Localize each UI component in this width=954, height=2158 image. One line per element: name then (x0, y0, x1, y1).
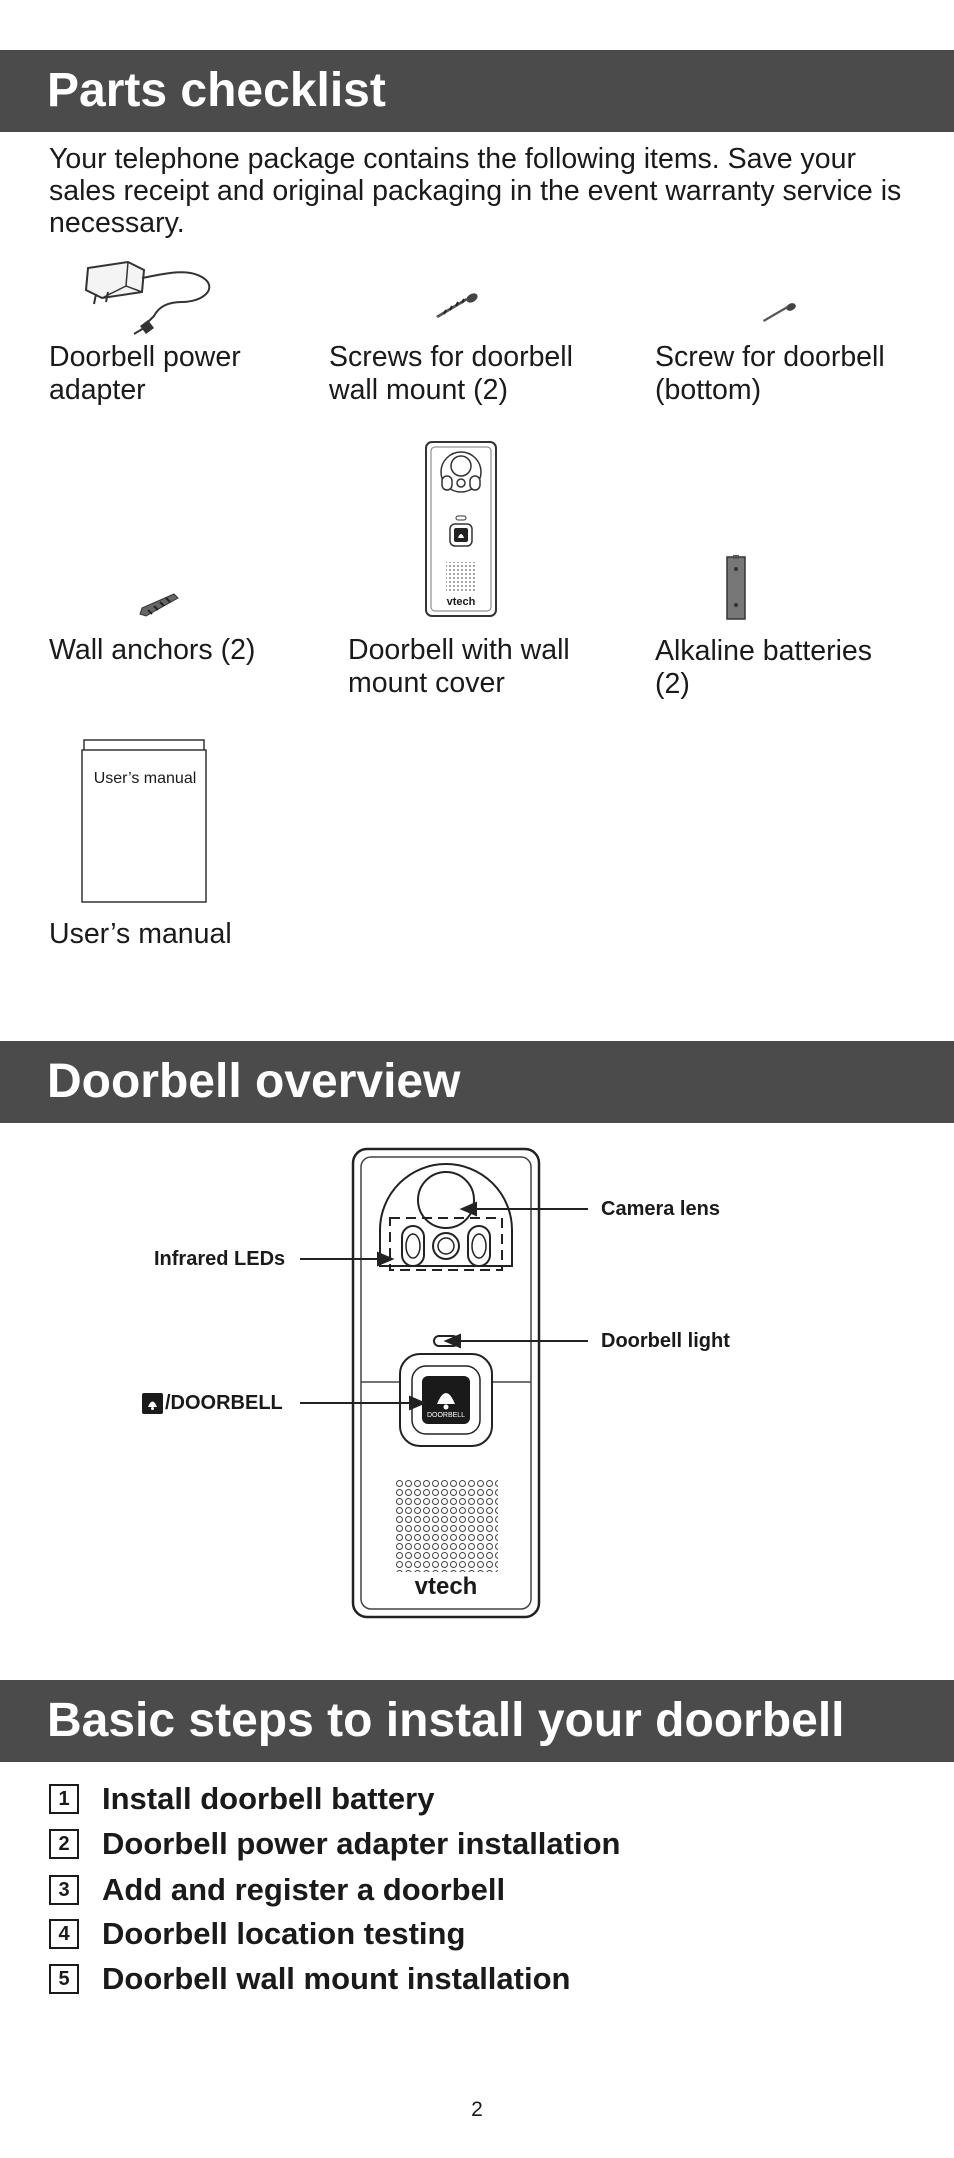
doorbell-brand-logo: vtech (414, 1573, 478, 1600)
part-label-batteries: Alkaline batteries (2) (655, 635, 873, 700)
step-text: Install doorbell battery (102, 1781, 435, 1816)
callout-infrared-leds: Infrared LEDs (154, 1248, 286, 1270)
step-number-badge: 4 (49, 1919, 79, 1949)
step-text: Add and register a doorbell (102, 1872, 506, 1907)
install-step: 2 Doorbell power adapter installation (49, 1826, 620, 1862)
power-adapter-icon (84, 260, 211, 335)
callout-lines (300, 1201, 588, 1411)
step-number-badge: 3 (49, 1875, 79, 1905)
install-step: 1 Install doorbell battery (49, 1781, 434, 1817)
part-label-power-adapter: Doorbell power adapter (49, 341, 241, 406)
step-text: Doorbell location testing (102, 1916, 466, 1951)
part-label-bottom-screw: Screw for doorbell (bottom) (655, 341, 885, 406)
callout-camera-lens: Camera lens (601, 1198, 720, 1220)
install-steps-heading: Basic steps to install your doorbell (0, 1680, 954, 1762)
step-text: Doorbell wall mount installation (102, 1961, 571, 1996)
part-label-doorbell-cover: Doorbell with wall mount cover (348, 634, 570, 699)
wall-mount-screw-icon (436, 293, 478, 318)
step-number-badge: 2 (49, 1829, 79, 1859)
manual-cover-text: User’s manual (93, 770, 197, 787)
part-label-wall-anchors: Wall anchors (2) (49, 634, 256, 666)
part-label-users-manual: User’s manual (49, 918, 232, 950)
callout-doorbell-button: /DOORBELL (165, 1392, 283, 1414)
battery-icon (726, 555, 746, 620)
part-label-wall-mount-screws: Screws for doorbell wall mount (2) (329, 341, 573, 406)
page-number: 2 (471, 2098, 483, 2121)
small-device-brand: vtech (446, 596, 476, 608)
doorbell-bell-icon (142, 1393, 163, 1414)
install-step: 4 Doorbell location testing (49, 1916, 465, 1952)
doorbell-button-text: DOORBELL (426, 1412, 466, 1419)
manual-booklet-icon (81, 739, 207, 903)
doorbell-overview-heading: Doorbell overview (0, 1041, 954, 1123)
install-step: 3 Add and register a doorbell (49, 1872, 505, 1908)
doorbell-device-icon (425, 441, 497, 617)
callout-doorbell-light: Doorbell light (601, 1330, 730, 1352)
step-number-badge: 5 (49, 1964, 79, 1994)
install-step: 5 Doorbell wall mount installation (49, 1961, 570, 1997)
step-text: Doorbell power adapter installation (102, 1826, 621, 1861)
wall-anchor-icon (139, 593, 179, 617)
bottom-screw-icon (763, 303, 796, 322)
parts-intro-text: Your telephone package contains the foll… (49, 143, 902, 239)
step-number-badge: 1 (49, 1784, 79, 1814)
doorbell-overview-diagram (351, 1147, 541, 1619)
parts-checklist-heading: Parts checklist (0, 50, 954, 132)
